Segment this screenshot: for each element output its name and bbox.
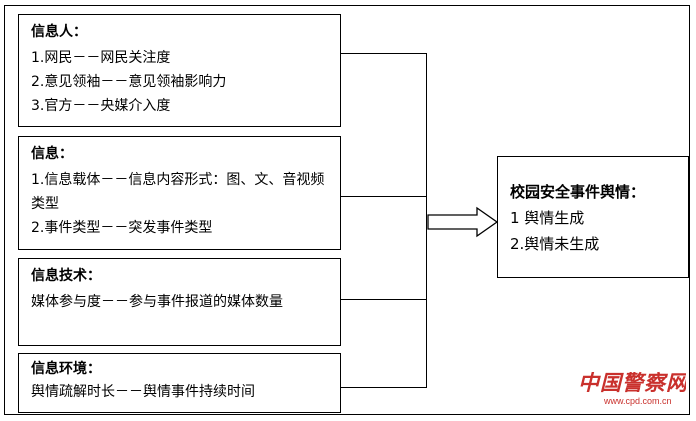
factor-title: 信息环境： bbox=[31, 361, 101, 377]
outcome-title: 校园安全事件舆情： bbox=[510, 183, 646, 201]
factor-item: 媒体参与度－－参与事件报道的媒体数量 bbox=[31, 294, 283, 310]
factor-box-information-people: 信息人： 1.网民－－网民关注度 2.意见领袖－－意见领袖影响力 3.官方－－央… bbox=[18, 14, 341, 127]
connector-line bbox=[341, 196, 427, 197]
connector-line bbox=[341, 387, 427, 388]
watermark-logo: 中国警察网 www.cpd.com.cn bbox=[578, 370, 686, 406]
connector-line bbox=[341, 53, 427, 54]
outcome-box: 校园安全事件舆情： 1 舆情生成 2.舆情未生成 bbox=[497, 156, 689, 278]
factor-title: 信息： bbox=[31, 146, 73, 162]
factor-box-information: 信息： 1.信息载体－－信息内容形式：图、文、音视频类型 2.事件类型－－突发事… bbox=[18, 136, 341, 250]
diagram-frame bbox=[4, 5, 690, 415]
factor-item: 2.事件类型－－突发事件类型 bbox=[31, 220, 213, 236]
connector-line bbox=[341, 299, 427, 300]
factor-item: 2.意见领袖－－意见领袖影响力 bbox=[31, 74, 227, 90]
factor-item: 3.官方－－央媒介入度 bbox=[31, 98, 171, 114]
connector-vertical bbox=[426, 53, 427, 388]
outcome-item: 1 舆情生成 bbox=[510, 209, 585, 227]
outcome-item: 2.舆情未生成 bbox=[510, 235, 600, 253]
factor-title: 信息技术： bbox=[31, 268, 101, 284]
factor-title: 信息人： bbox=[31, 24, 87, 40]
factor-box-information-environment: 信息环境： 舆情疏解时长－－舆情事件持续时间 bbox=[18, 353, 341, 413]
factor-item: 舆情疏解时长－－舆情事件持续时间 bbox=[31, 384, 255, 400]
factor-box-information-technology: 信息技术： 媒体参与度－－参与事件报道的媒体数量 bbox=[18, 258, 341, 346]
watermark-url: www.cpd.com.cn bbox=[603, 396, 672, 406]
factor-item: 1.信息载体－－信息内容形式：图、文、音视频类型 bbox=[31, 172, 325, 212]
watermark-text: 中国警察网 bbox=[578, 370, 686, 395]
arrow-right-icon bbox=[427, 206, 499, 238]
factor-item: 1.网民－－网民关注度 bbox=[31, 50, 171, 66]
